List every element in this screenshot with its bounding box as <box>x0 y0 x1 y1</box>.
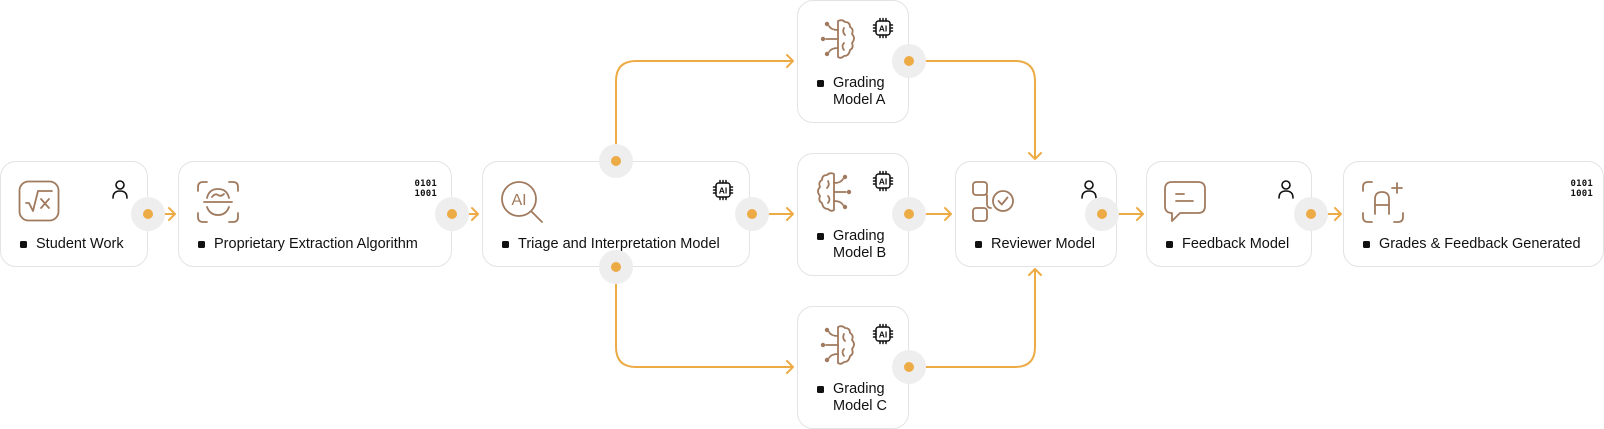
chip-text: AI <box>879 24 888 34</box>
ai-search-icon: AI <box>501 181 543 223</box>
edge-triage-to-grading-b <box>751 207 794 221</box>
edge-student-to-extraction <box>147 207 176 221</box>
label-line: Grading <box>833 75 885 91</box>
node-grading-a[interactable]: AI Grading Model A <box>797 0 909 123</box>
node-label-text: Proprietary Extraction Algorithm <box>214 236 418 252</box>
binary-icon: 0101 1001 <box>414 179 437 199</box>
person-icon <box>1081 180 1097 199</box>
bullet <box>817 233 824 240</box>
binary-line: 1001 <box>414 188 437 199</box>
node-label: Grading Model B <box>817 228 886 262</box>
binary-line: 0101 <box>414 179 437 189</box>
brain-circuit-icon <box>817 172 852 212</box>
label-line: Grading <box>833 381 885 397</box>
node-label-text: Feedback Model <box>1182 236 1290 252</box>
edge-grading-c-to-reviewer <box>908 268 1042 368</box>
node-grading-c[interactable]: AI Grading Model C <box>797 306 909 429</box>
node-label: Reviewer Model <box>975 236 1095 253</box>
review-check-icon <box>972 181 1014 222</box>
node-extraction[interactable]: 0101 1001 Proprietary Extraction Algorit… <box>178 161 452 267</box>
node-label-text: Reviewer Model <box>991 236 1095 252</box>
ai-chip-icon: AI <box>872 323 894 345</box>
edge-triage-to-grading-c <box>615 266 794 374</box>
scan-face-icon <box>197 181 239 223</box>
node-label-text: Triage and Interpretation Model <box>518 236 720 252</box>
node-reviewer[interactable]: Reviewer Model <box>955 161 1117 267</box>
bullet <box>817 80 824 87</box>
edge-grading-a-to-reviewer <box>908 60 1042 160</box>
ai-chip-icon: AI <box>712 179 734 201</box>
ai-search-icon-text: AI <box>511 192 526 209</box>
edge-triage-to-grading-a <box>615 54 794 162</box>
brain-circuit-icon <box>820 325 855 365</box>
person-icon <box>112 180 128 199</box>
chip-text: AI <box>719 186 728 196</box>
node-triage[interactable]: AI AI Triage and Interpretation Model <box>482 161 750 267</box>
ai-chip-icon: AI <box>872 17 894 39</box>
label-line: Model B <box>833 245 887 261</box>
edge-extraction-to-triage <box>451 207 479 221</box>
node-label: Student Work <box>20 236 124 253</box>
edge-feedback-to-grades <box>1310 207 1342 221</box>
bullet <box>1363 241 1370 248</box>
node-label: Grading Model A <box>817 75 885 109</box>
label-line: Model A <box>833 92 886 108</box>
chip-text: AI <box>879 330 888 340</box>
node-label-text: Student Work <box>36 236 124 252</box>
node-label: Feedback Model <box>1166 236 1289 253</box>
ai-chip-icon: AI <box>872 170 894 192</box>
chip-text: AI <box>879 177 888 187</box>
node-label: Proprietary Extraction Algorithm <box>198 236 418 253</box>
node-label: Grading Model C <box>817 381 887 415</box>
label-line: Model C <box>833 398 887 414</box>
node-label-text: Grading Model C <box>833 381 887 415</box>
message-icon <box>1164 181 1206 222</box>
node-label-text: Grading Model B <box>833 228 886 262</box>
node-label: Grades & Feedback Generated <box>1363 236 1581 253</box>
binary-line: 1001 <box>1570 188 1593 199</box>
node-label: Triage and Interpretation Model <box>502 236 720 253</box>
edge-grading-b-to-reviewer <box>908 207 952 221</box>
binary-line: 0101 <box>1570 179 1593 189</box>
label-line: Grading <box>833 228 885 244</box>
brain-circuit-icon <box>820 19 855 59</box>
node-feedback[interactable]: Feedback Model <box>1146 161 1312 267</box>
node-student-work[interactable]: Student Work <box>0 161 148 267</box>
binary-icon: 0101 1001 <box>1570 179 1593 199</box>
bullet <box>502 241 509 248</box>
bullet <box>198 241 205 248</box>
node-grading-b[interactable]: AI Grading Model B <box>797 153 909 276</box>
bullet <box>20 241 27 248</box>
bullet <box>975 241 982 248</box>
person-icon <box>1278 180 1294 199</box>
sqrt-x-icon <box>18 180 60 222</box>
bullet <box>817 386 824 393</box>
node-grades[interactable]: 0101 1001 Grades & Feedback Generated <box>1343 161 1604 267</box>
node-label-text: Grading Model A <box>833 75 885 109</box>
grade-a-plus-icon <box>1362 181 1404 223</box>
node-label-text: Grades & Feedback Generated <box>1379 236 1581 252</box>
bullet <box>1166 241 1173 248</box>
